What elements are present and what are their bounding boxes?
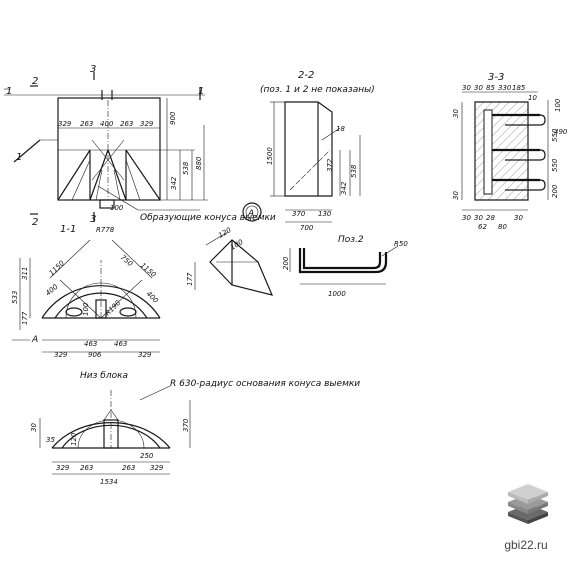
bottom-dim-370: 370 <box>182 418 190 432</box>
sec22-dim-342: 342 <box>340 181 348 195</box>
front-dim-1: 329 <box>58 120 72 128</box>
front-dim-6: 900 <box>169 111 177 125</box>
front-dim-4: 263 <box>120 120 133 128</box>
sec33-side-7: 30 <box>452 191 460 200</box>
bottom-dim-35: 35 <box>46 436 55 444</box>
pos2-dim-200: 200 <box>282 256 290 270</box>
sec22-dim-370: 370 <box>292 210 306 218</box>
sec33-top-5: 185 <box>512 84 526 92</box>
cut-label-2-top: 2 <box>32 76 38 87</box>
sec11-dim-463-right: 463 <box>114 340 127 348</box>
sec11-dim-400-left: 400 <box>44 282 60 297</box>
sec11-mark-a: А <box>31 335 38 345</box>
section-2-2: 2-2 (поз. 1 и 2 не показаны) 1500 372 34… <box>260 70 375 232</box>
front-view: 329 263 400 263 329 900 100 342 538 880 … <box>4 64 276 228</box>
sec33-bottom-5: 80 <box>498 223 507 231</box>
sec33-side-2: 490 <box>554 128 568 136</box>
cut-label-1-left: 1 <box>16 152 22 163</box>
sec33-top-6: 10 <box>528 94 537 102</box>
sec11-dim-329-left: 329 <box>54 351 68 359</box>
bottom-dim-120: 120 <box>70 432 78 446</box>
sec33-side-4: 550 <box>551 158 559 172</box>
pos2-bar: Поз.2 R50 200 1000 <box>282 235 408 298</box>
detail-mark-a: А <box>242 202 262 222</box>
bottom-view: Низ блока R 630-радиус основания конуса … <box>30 371 360 486</box>
cut-label-3-bottom: 3 <box>90 214 96 225</box>
front-dim-10: 880 <box>195 156 203 170</box>
detail-a-dim-120: 120 <box>217 226 233 240</box>
sec11-dim-1150-right: 1150 <box>139 261 158 279</box>
sec33-top-3: 85 <box>486 84 495 92</box>
sec33-side-3: 550 <box>551 128 559 142</box>
sec11-dim-311: 311 <box>21 267 29 280</box>
cut-label-1-top: 1 <box>6 86 12 97</box>
pos2-title: Поз.2 <box>338 235 364 245</box>
section-1-1: 1-1 R778 1150 750 1150 400 400 311 533 1… <box>11 224 161 359</box>
bottom-view-note: R 630-радиус основания конуса выемки <box>170 379 360 389</box>
sec33-top-2: 30 <box>474 84 483 92</box>
section-2-2-title: 2-2 <box>298 70 314 81</box>
sec22-dim-372: 372 <box>326 158 334 172</box>
bottom-dim-329-right: 329 <box>150 464 164 472</box>
sec22-dim-538: 538 <box>350 164 358 178</box>
brand-logo[interactable]: gbi22.ru <box>484 478 568 566</box>
front-dim-2: 263 <box>80 120 93 128</box>
section-3-3: 3-3 30 30 85 330 185 10 100 490 550 550 … <box>452 72 568 231</box>
sec33-bottom-4: 62 <box>478 223 487 231</box>
sec22-dim-130: 130 <box>318 210 332 218</box>
section-3-3-title: 3-3 <box>488 72 504 83</box>
sec33-side-6: 30 <box>452 109 460 118</box>
pos2-dim-r50: R50 <box>394 240 408 248</box>
sec33-bottom-2: 30 <box>474 214 483 222</box>
sec11-dim-1150-left: 1150 <box>48 259 67 278</box>
bottom-dim-329-left: 329 <box>56 464 70 472</box>
detail-a: 120 100 177 <box>186 226 274 296</box>
sec22-dim-1500: 1500 <box>266 147 274 165</box>
sec33-top-4: 330 <box>498 84 512 92</box>
sec11-dim-177: 177 <box>21 311 29 325</box>
cut-label-1-right: 1 <box>198 86 204 97</box>
detail-a-dim-177: 177 <box>186 272 194 286</box>
cut-label-3-top: 3 <box>90 64 96 75</box>
sec22-dim-700: 700 <box>300 224 314 232</box>
sec11-dim-750: 750 <box>119 253 135 268</box>
sec33-bottom-1: 30 <box>462 214 471 222</box>
sec11-dim-329-right: 329 <box>138 351 152 359</box>
bottom-dim-250: 250 <box>140 452 154 460</box>
sec11-dim-533: 533 <box>11 291 19 304</box>
sec22-dim-18: 18 <box>336 125 345 133</box>
bottom-dim-263-left: 263 <box>80 464 93 472</box>
sec11-dim-906: 906 <box>88 351 102 359</box>
sec33-bottom-3: 28 <box>486 214 495 222</box>
front-dim-9: 538 <box>182 161 190 175</box>
bottom-dim-263-right: 263 <box>122 464 135 472</box>
sec33-bottom-6: 30 <box>514 214 523 222</box>
section-1-1-title: 1-1 <box>60 224 76 235</box>
front-dim-3: 400 <box>100 120 114 128</box>
bottom-view-title: Низ блока <box>80 371 128 381</box>
sec11-dim-r778: R778 <box>96 226 115 234</box>
pos2-dim-1000: 1000 <box>328 290 346 298</box>
bottom-dim-1534: 1534 <box>100 478 118 486</box>
sec11-dim-100: 100 <box>82 302 90 316</box>
layers-icon <box>508 484 548 524</box>
mark-a-label: А <box>247 209 254 219</box>
cone-note: Образующие конуса выемки <box>140 213 276 223</box>
sec33-side-1: 100 <box>554 98 562 112</box>
cut-label-2-bottom: 2 <box>32 217 38 228</box>
sec11-dim-463-left: 463 <box>84 340 97 348</box>
section-2-2-subtitle: (поз. 1 и 2 не показаны) <box>260 85 375 95</box>
front-dim-7: 100 <box>110 204 124 212</box>
brand-text[interactable]: gbi22.ru <box>504 538 548 552</box>
front-dim-5: 329 <box>140 120 154 128</box>
front-dim-8: 342 <box>170 176 178 190</box>
sec33-side-5: 200 <box>551 184 559 198</box>
sec33-top-1: 30 <box>462 84 471 92</box>
bottom-dim-30: 30 <box>30 423 38 432</box>
